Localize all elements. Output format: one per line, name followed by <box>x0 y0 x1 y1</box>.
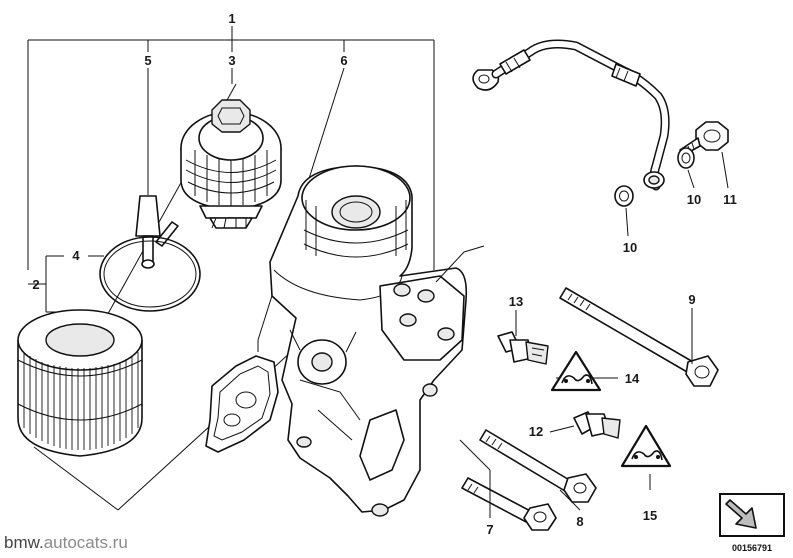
callout-15: 15 <box>643 508 657 523</box>
callout-9: 9 <box>688 292 695 307</box>
watermark: bmw.autocats.ru <box>4 533 128 552</box>
drain-pipe <box>135 195 179 269</box>
o-ring <box>99 236 201 312</box>
callout-2: 2 <box>32 277 39 292</box>
callout-11: 11 <box>723 192 737 207</box>
oil-filter-cap <box>180 99 282 229</box>
callout-7: 7 <box>486 522 493 537</box>
long-bolt <box>559 287 719 387</box>
callout-3: 3 <box>228 53 235 68</box>
oil-filter-housing <box>269 165 468 517</box>
document-number: 00156791 <box>732 543 772 553</box>
callout-6: 6 <box>340 53 347 68</box>
temperature-sensor <box>497 331 549 365</box>
view-direction-arrow-icon <box>719 493 785 537</box>
callout-8: 8 <box>576 514 583 529</box>
mounting-bolt-7 <box>461 477 557 531</box>
mounting-bolt-8 <box>479 429 597 503</box>
callout-4: 4 <box>72 248 80 263</box>
torque-warning-triangle-icon <box>620 424 672 468</box>
callout-labels: 1 2 3 4 5 6 7 8 9 10 10 11 12 13 14 15 <box>32 11 736 537</box>
leader-lines <box>435 151 729 518</box>
sealing-washer-upper <box>677 147 695 169</box>
callout-10-lower: 10 <box>623 240 637 255</box>
callout-13: 13 <box>509 294 523 309</box>
torque-warning-triangle-icon <box>550 350 602 392</box>
oil-filter-element <box>17 309 143 457</box>
sealing-washer-lower <box>614 185 634 207</box>
callout-14: 14 <box>625 371 640 386</box>
housing-gasket <box>205 355 279 453</box>
callout-1: 1 <box>228 11 235 26</box>
callout-10-upper: 10 <box>687 192 701 207</box>
oil-line-pipe <box>472 39 670 191</box>
pressure-switch <box>573 411 621 439</box>
callout-5: 5 <box>144 53 151 68</box>
callout-12: 12 <box>529 424 543 439</box>
